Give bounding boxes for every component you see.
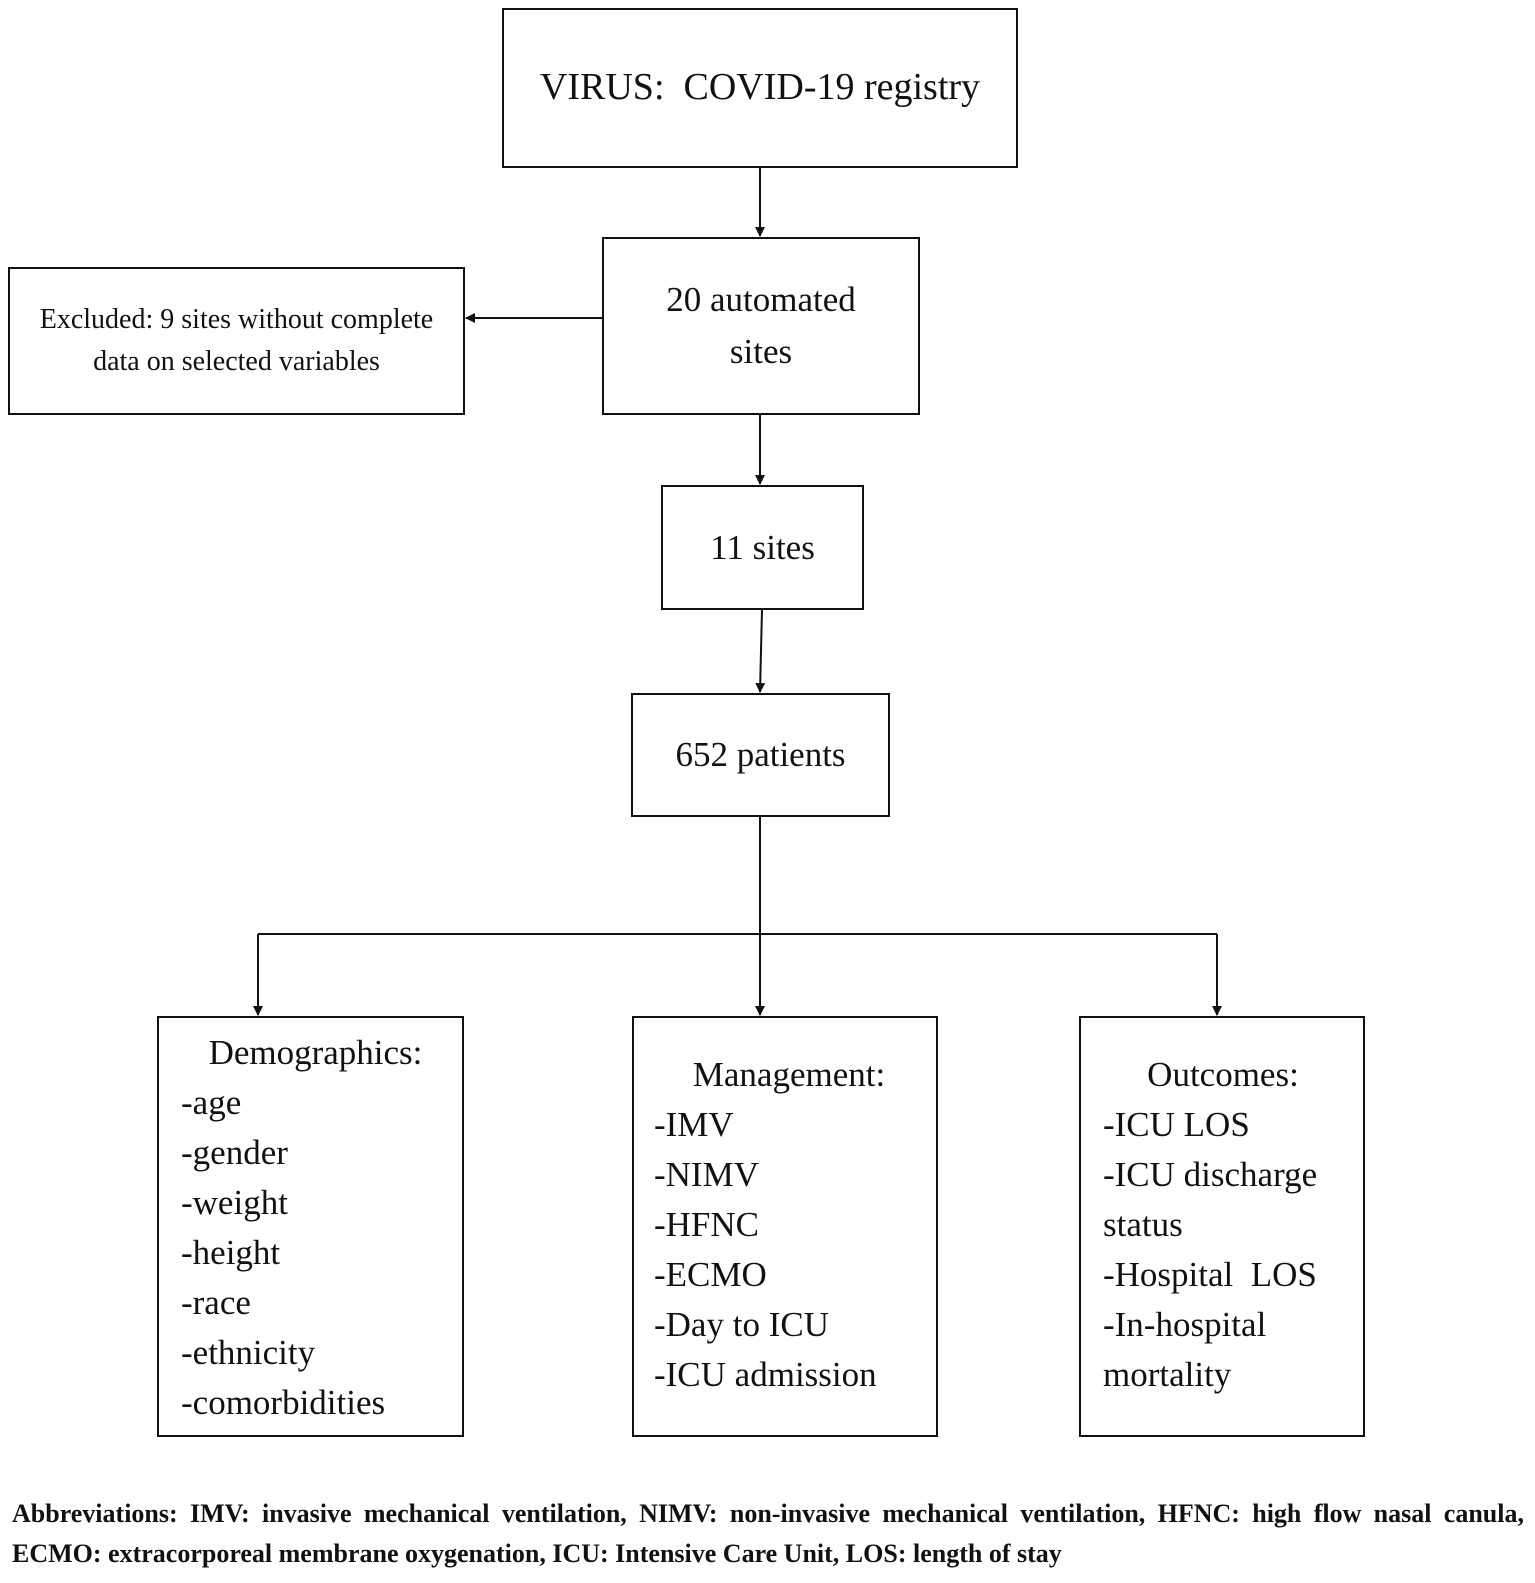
demographics-title: Demographics: [208, 1033, 423, 1072]
automated-sites-label: 20 automated sites [666, 280, 856, 371]
excluded-label: Excluded: 9 sites without complete data … [39, 304, 434, 377]
demographics-item: -weight [181, 1183, 288, 1222]
abbreviations-footnote: Abbreviations: IMV: invasive mechanical … [12, 1499, 1524, 1568]
outcomes-item: -ICU LOS [1103, 1105, 1250, 1144]
management-item: -ICU admission [654, 1355, 877, 1394]
outcomes-title: Outcomes: [1147, 1055, 1299, 1094]
management-box: Management: -IMV -NIMV -HFNC -ECMO -Day … [632, 1016, 938, 1437]
automated-sites-box: 20 automated sites [602, 237, 920, 415]
demographics-item: -gender [181, 1133, 288, 1172]
management-title: Management: [692, 1055, 886, 1094]
sites-label: 11 sites [710, 527, 815, 567]
outcomes-box: Outcomes: -ICU LOS -ICU discharge status… [1079, 1016, 1365, 1437]
patients-box: 652 patients [631, 693, 890, 817]
management-item: -HFNC [654, 1205, 760, 1244]
demographics-item: -comorbidities [181, 1383, 386, 1422]
demographics-item: -height [181, 1233, 281, 1272]
demographics-item: -age [181, 1083, 242, 1122]
management-item: -IMV [654, 1105, 734, 1144]
registry-label: VIRUS: COVID-19 registry [539, 66, 981, 109]
sites-box: 11 sites [661, 485, 864, 610]
demographics-box: Demographics: -age -gender -weight -heig… [157, 1016, 464, 1437]
demographics-item: -ethnicity [181, 1333, 316, 1372]
registry-box: VIRUS: COVID-19 registry [502, 8, 1018, 168]
management-item: -ECMO [654, 1255, 767, 1294]
outcomes-item: -Hospital LOS [1103, 1255, 1317, 1294]
excluded-box: Excluded: 9 sites without complete data … [8, 267, 465, 415]
management-item: -NIMV [654, 1155, 759, 1194]
outcomes-item: -In-hospital mortality [1103, 1305, 1267, 1394]
arrow-sites-to-patients [755, 609, 766, 693]
demographics-item: -race [181, 1283, 251, 1322]
outcomes-item: -ICU discharge status [1103, 1155, 1318, 1244]
patients-label: 652 patients [675, 735, 846, 774]
management-item: -Day to ICU [654, 1305, 829, 1344]
